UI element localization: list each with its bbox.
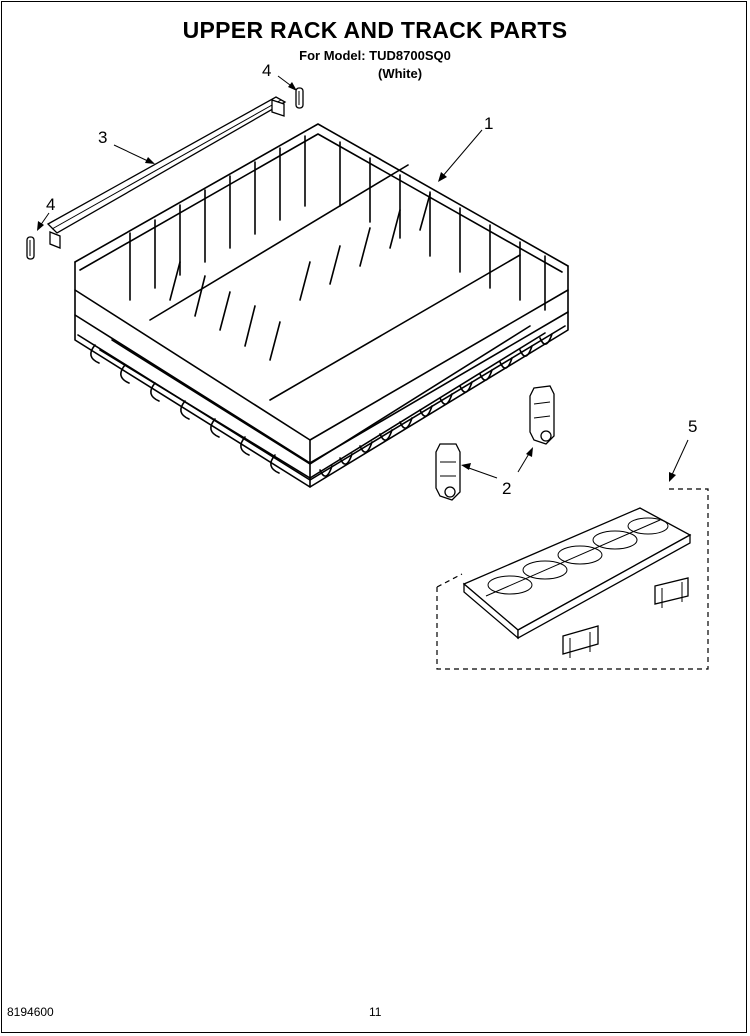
rack-tines-back [129,135,306,301]
callout-adjuster: 2 [502,479,512,498]
callout-track: 3 [98,128,108,147]
rack-adjuster-left [435,443,461,501]
track-clip-left [26,236,35,260]
rack-tines-right [339,141,546,311]
callout-clip-left: 4 [46,195,56,214]
leader-lines [37,75,689,482]
page-title: UPPER RACK AND TRACK PARTS [182,17,568,43]
callout-shelf-kit: 5 [688,417,698,436]
shelf-kit [436,488,709,670]
callout-rack: 1 [484,114,494,133]
page-number: 11 [369,1005,382,1019]
rack-left-loops [90,344,280,474]
rack-front-loops [319,333,553,477]
track-clip-top [295,87,304,109]
cup-shelf [462,507,692,640]
color-variant: (White) [378,66,423,81]
callout-clip-top: 4 [262,61,272,80]
rack-adjuster-right [529,385,555,445]
rack-tines-inner [169,193,431,361]
shelf-bracket-right [654,577,689,608]
upper-rack [74,123,569,488]
model-line: For Model: TUD8700SQ0 [299,48,451,63]
part-number: 8194600 [7,1005,54,1019]
track-rail [46,96,287,249]
shelf-bracket-front [562,625,599,658]
